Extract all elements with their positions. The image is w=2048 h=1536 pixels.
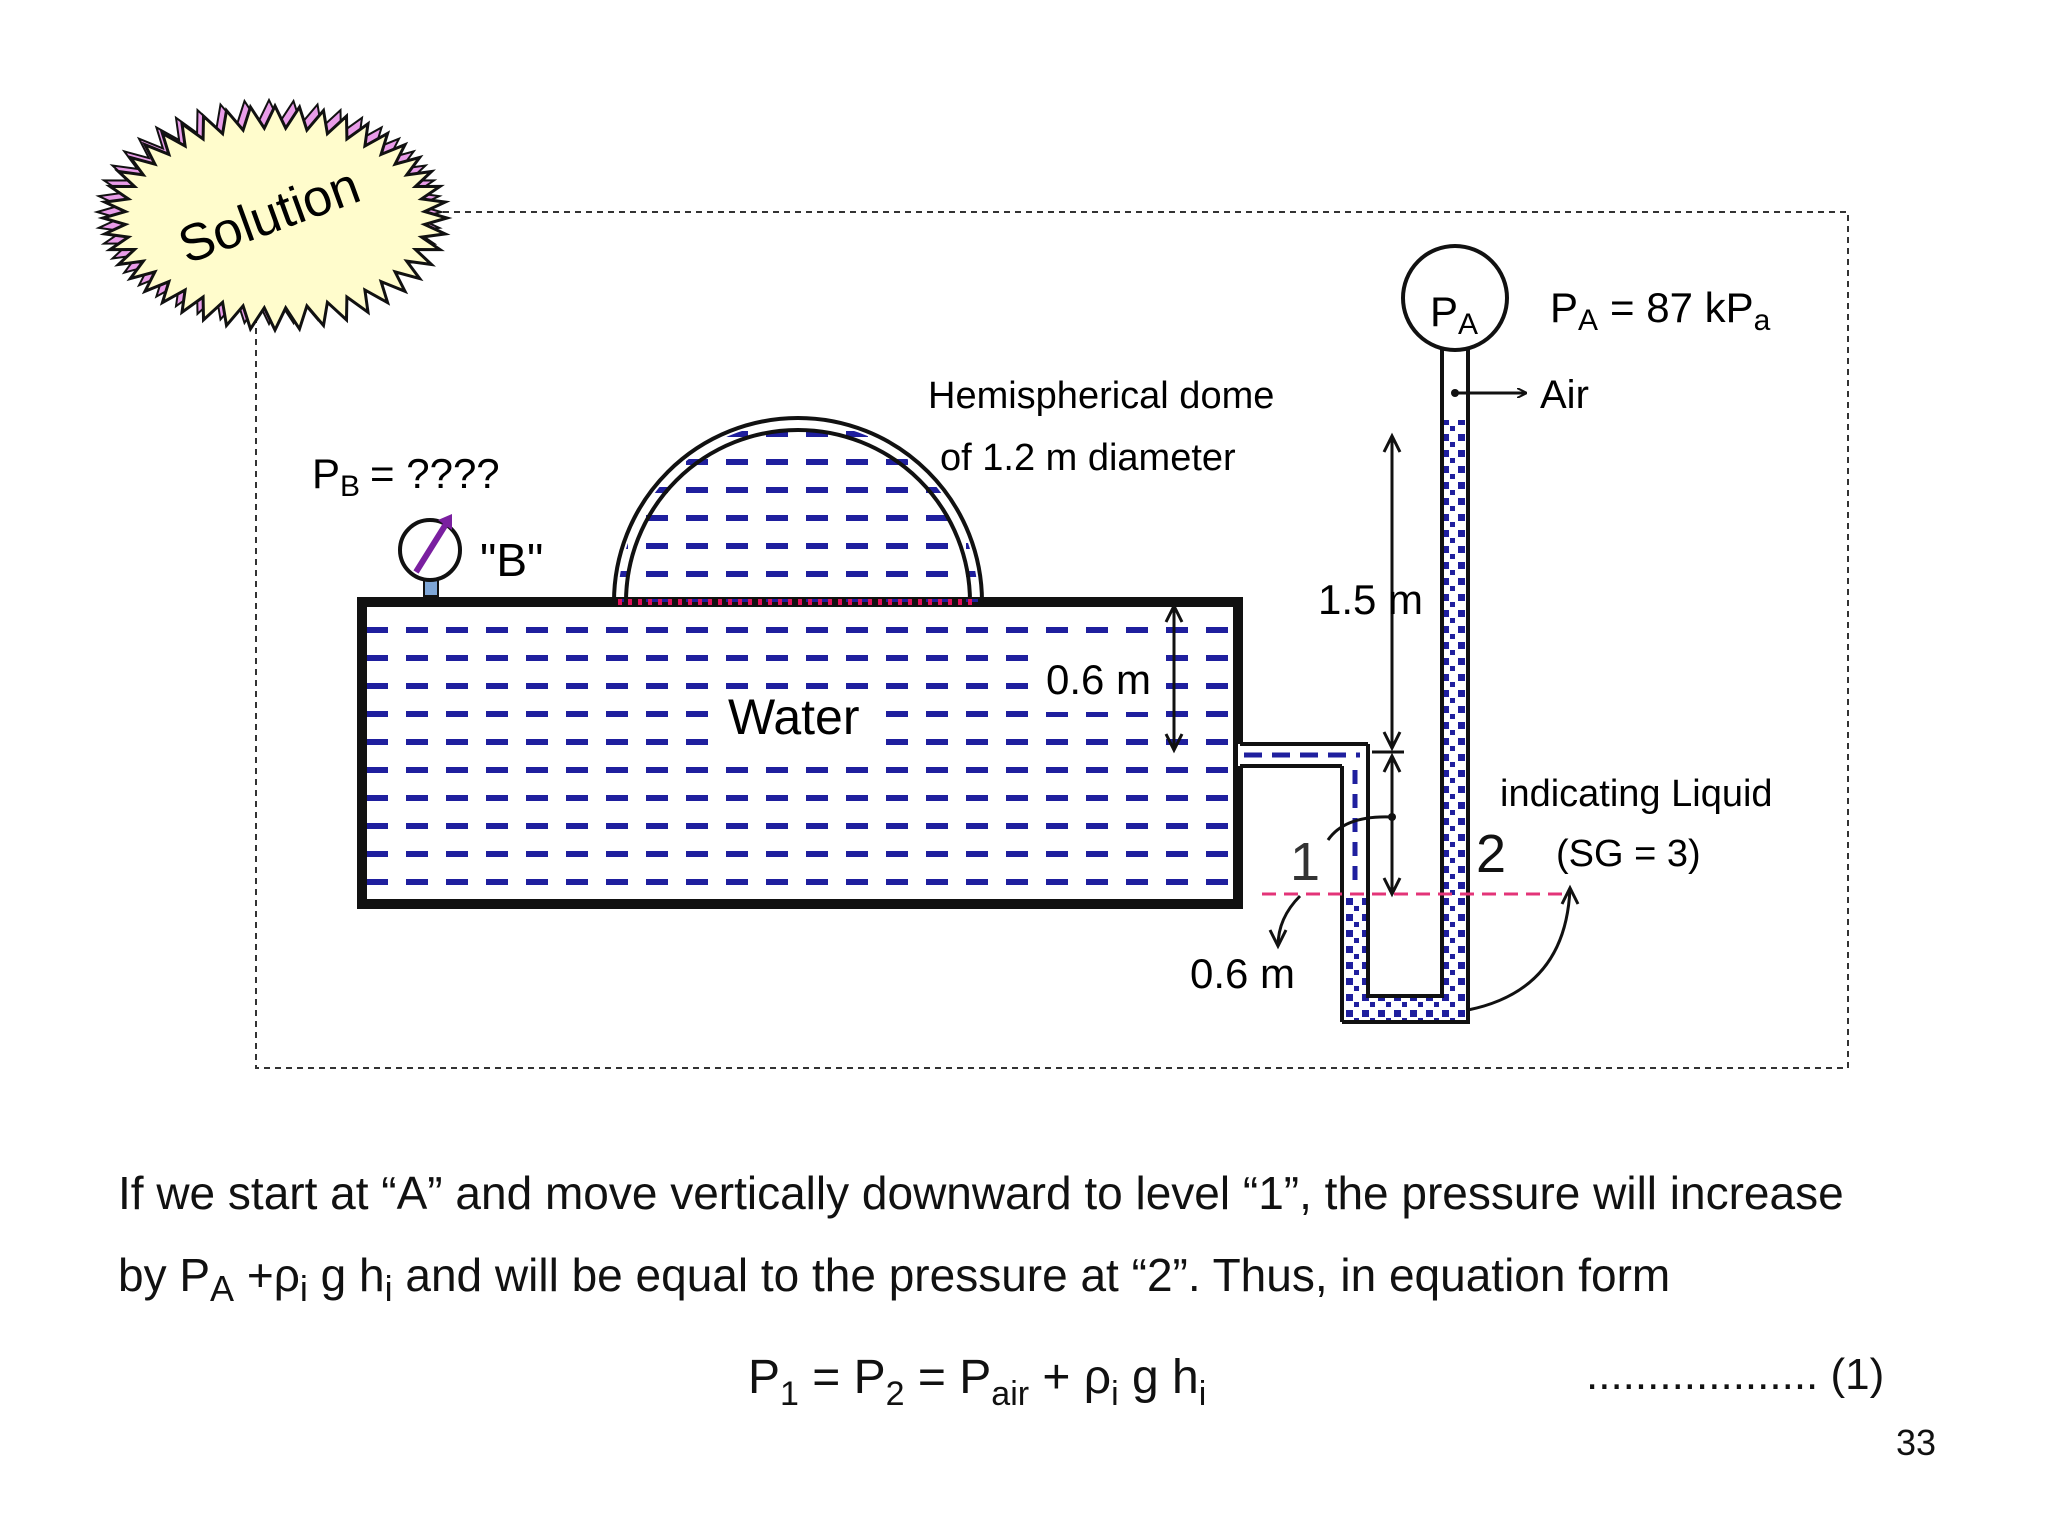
u-tube-outer: [1342, 346, 1470, 1024]
point-1-label: 1: [1290, 832, 1320, 892]
water-label: Water: [728, 689, 860, 745]
dome-label-line2: of 1.2 m diameter: [940, 437, 1236, 479]
liquid-left-leg: [1344, 894, 1366, 1006]
gauge-b-label: "B": [480, 534, 543, 586]
paragraph-line-1: If we start at “A” and move vertically d…: [118, 1167, 1844, 1219]
gauge-a: [1401, 244, 1509, 352]
dome-inner: [624, 428, 972, 603]
point-2-label: 2: [1476, 824, 1506, 884]
diagram-frame: [255, 211, 1849, 1069]
slide-number: 33: [1896, 1422, 1937, 1463]
u-tube-inner: [1366, 346, 1444, 998]
equation-reference: ................... (1): [1586, 1350, 1885, 1399]
pb-value: PB= ????: [312, 450, 500, 503]
dim-15-label: 1.5 m: [1318, 576, 1423, 623]
dome-water: [618, 422, 978, 602]
paragraph-line-2: by PA +ρi g hi and will be equal to the …: [118, 1249, 1671, 1309]
gauge-a-label: PA: [1430, 288, 1478, 341]
solution-badge: Solution: [93, 97, 453, 334]
tank-water: [362, 602, 1238, 904]
liquid-label-line2: (SG = 3): [1556, 833, 1701, 875]
dome-label-line1: Hemispherical dome: [928, 375, 1274, 417]
air-label: Air: [1540, 373, 1589, 417]
dim-06-upper-label: 0.6 m: [1046, 656, 1151, 703]
gauge-b-needle: [413, 522, 449, 574]
pa-value: PA= 87 kPa: [1550, 284, 1771, 337]
dim-06-lower-label: 0.6 m: [1190, 950, 1295, 997]
dome-outer: [612, 416, 984, 603]
equation: P1 = P2 = Pair + ρi g hi: [748, 1351, 1207, 1413]
liquid-right-leg: [1444, 420, 1466, 1020]
liquid-label-line1: indicating Liquid: [1500, 773, 1773, 815]
